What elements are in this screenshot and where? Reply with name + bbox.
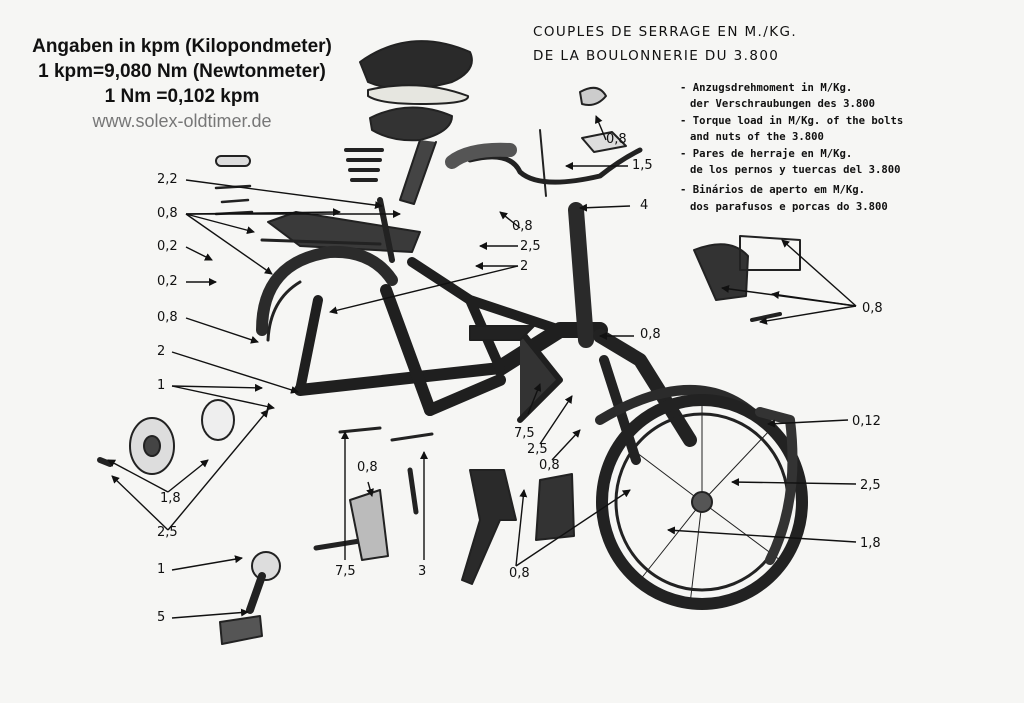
torque-label: 2,5 (527, 442, 548, 457)
pedal-crank-icon (219, 551, 281, 645)
french-title-line2: DE LA BOULONNERIE DU 3.800 (533, 48, 780, 64)
tool-box-icon (535, 473, 575, 541)
frame-icon (294, 257, 608, 423)
spanish-caption-line2: de los pernos y tuercas del 3.800 (690, 164, 901, 176)
torque-label: 0,8 (157, 206, 178, 221)
torque-label: 1 (157, 562, 166, 577)
front-wheel-icon (596, 394, 808, 610)
torque-label: 3 (418, 564, 427, 579)
rear-hub-icon (97, 399, 235, 475)
torque-label: 0,12 (852, 414, 881, 429)
torque-label: 7,5 (514, 426, 535, 441)
torque-label: 4 (640, 198, 649, 213)
torque-label: 1,8 (160, 491, 181, 506)
torque-label: 2,5 (860, 478, 881, 493)
torque-label: 0,8 (509, 566, 530, 581)
torque-label: 2,5 (520, 239, 541, 254)
torque-label: 0,2 (157, 274, 178, 289)
torque-label: 0,8 (862, 301, 883, 316)
torque-label: 0,8 (539, 458, 560, 473)
torque-label: 0,8 (357, 460, 378, 475)
engine-plate-icon (349, 489, 389, 561)
torque-label: 5 (157, 610, 166, 625)
portuguese-caption-line1: - Binários de aperto em M/Kg. (680, 184, 865, 196)
torque-label: 2,2 (157, 172, 178, 187)
saddle-icon (344, 40, 473, 205)
website-watermark: www.solex-oldtimer.de (92, 111, 272, 131)
header-conversion-kpm: 1 kpm=9,080 Nm (Newtonmeter) (38, 61, 326, 82)
torque-label: 0,2 (157, 239, 178, 254)
torque-label: 2,5 (157, 525, 178, 540)
reflector-icon (215, 155, 251, 167)
header-conversion-nm: 1 Nm =0,102 kpm (104, 86, 260, 107)
header-units-line: Angaben in kpm (Kilopondmeter) (32, 36, 332, 57)
german-caption-line1: - Anzugsdrehmoment in M/Kg. (680, 82, 853, 94)
torque-label: 0,8 (512, 219, 533, 234)
portuguese-caption-line2: dos parafusos e porcas do 3.800 (690, 201, 888, 213)
handlebar-icon (445, 86, 643, 348)
german-caption-line2: der Verschraubungen des 3.800 (690, 98, 875, 110)
engine-bracket-icon (693, 235, 801, 322)
torque-label: 7,5 (335, 564, 356, 579)
torque-label: 1 (157, 378, 166, 393)
luggage-rack-icon (260, 211, 421, 253)
english-caption-line2: and nuts of the 3.800 (690, 131, 824, 143)
torque-label: 1,5 (632, 158, 653, 173)
torque-label: 0,8 (640, 327, 661, 342)
rear-mudguard-icon (256, 245, 398, 336)
french-title-line1: COUPLES DE SERRAGE EN M./KG. (533, 24, 798, 40)
english-caption-line1: - Torque load in M/Kg. of the bolts (680, 115, 904, 127)
torque-label: 0,8 (606, 132, 627, 147)
stand-icon (461, 469, 517, 585)
torque-label: 2 (520, 259, 529, 274)
torque-label: 1,8 (860, 536, 881, 551)
torque-label: 2 (157, 344, 166, 359)
torque-label: 0,8 (157, 310, 178, 325)
spanish-caption-line1: - Pares de herraje en M/Kg. (680, 148, 853, 160)
